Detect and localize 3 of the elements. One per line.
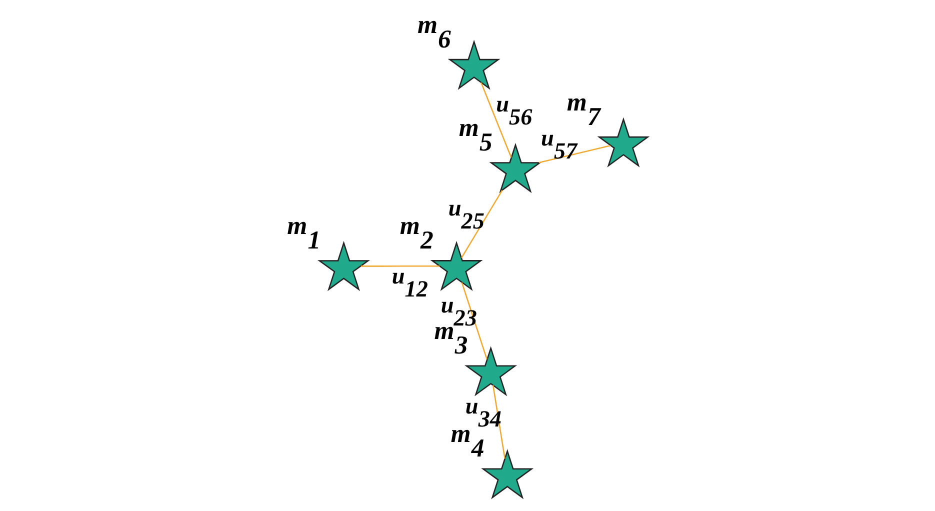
node-star [317,240,370,292]
connector [360,266,440,267]
connector [480,82,512,158]
